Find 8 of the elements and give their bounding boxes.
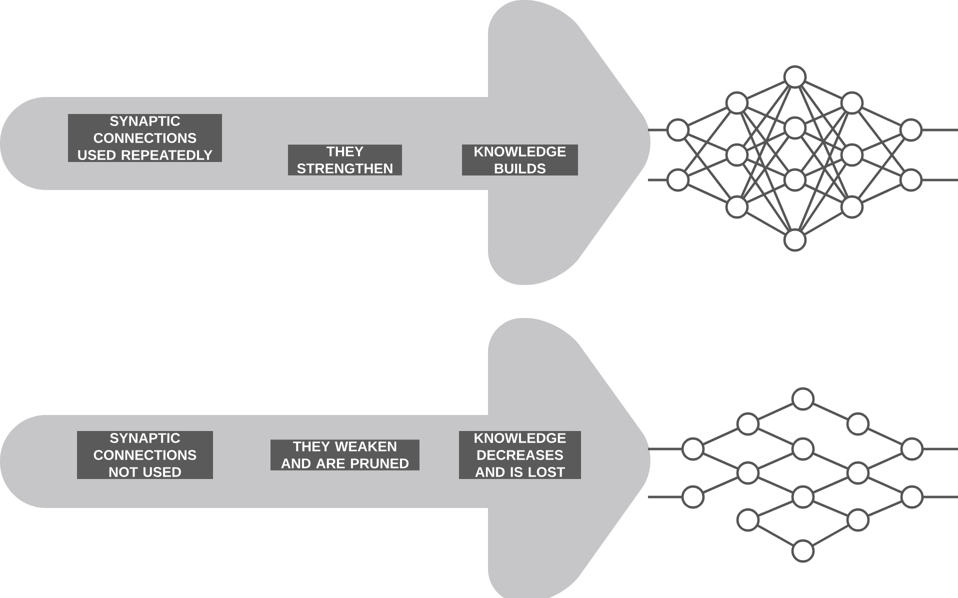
text-label: THEY STRENGTHEN bbox=[288, 144, 402, 176]
text-label: KNOWLEDGE DECREASES AND IS LOST bbox=[459, 431, 581, 479]
neural-network-drawing bbox=[648, 387, 958, 563]
text-label: KNOWLEDGE BUILDS bbox=[462, 144, 578, 176]
neural-network-drawing bbox=[648, 65, 958, 252]
text-label: SYNAPTIC CONNECTIONS USED REPEATEDLY bbox=[68, 114, 222, 162]
text-label: SYNAPTIC CONNECTIONS NOT USED bbox=[77, 431, 213, 479]
text-label: THEY WEAKEN AND ARE PRUNED bbox=[270, 440, 420, 470]
